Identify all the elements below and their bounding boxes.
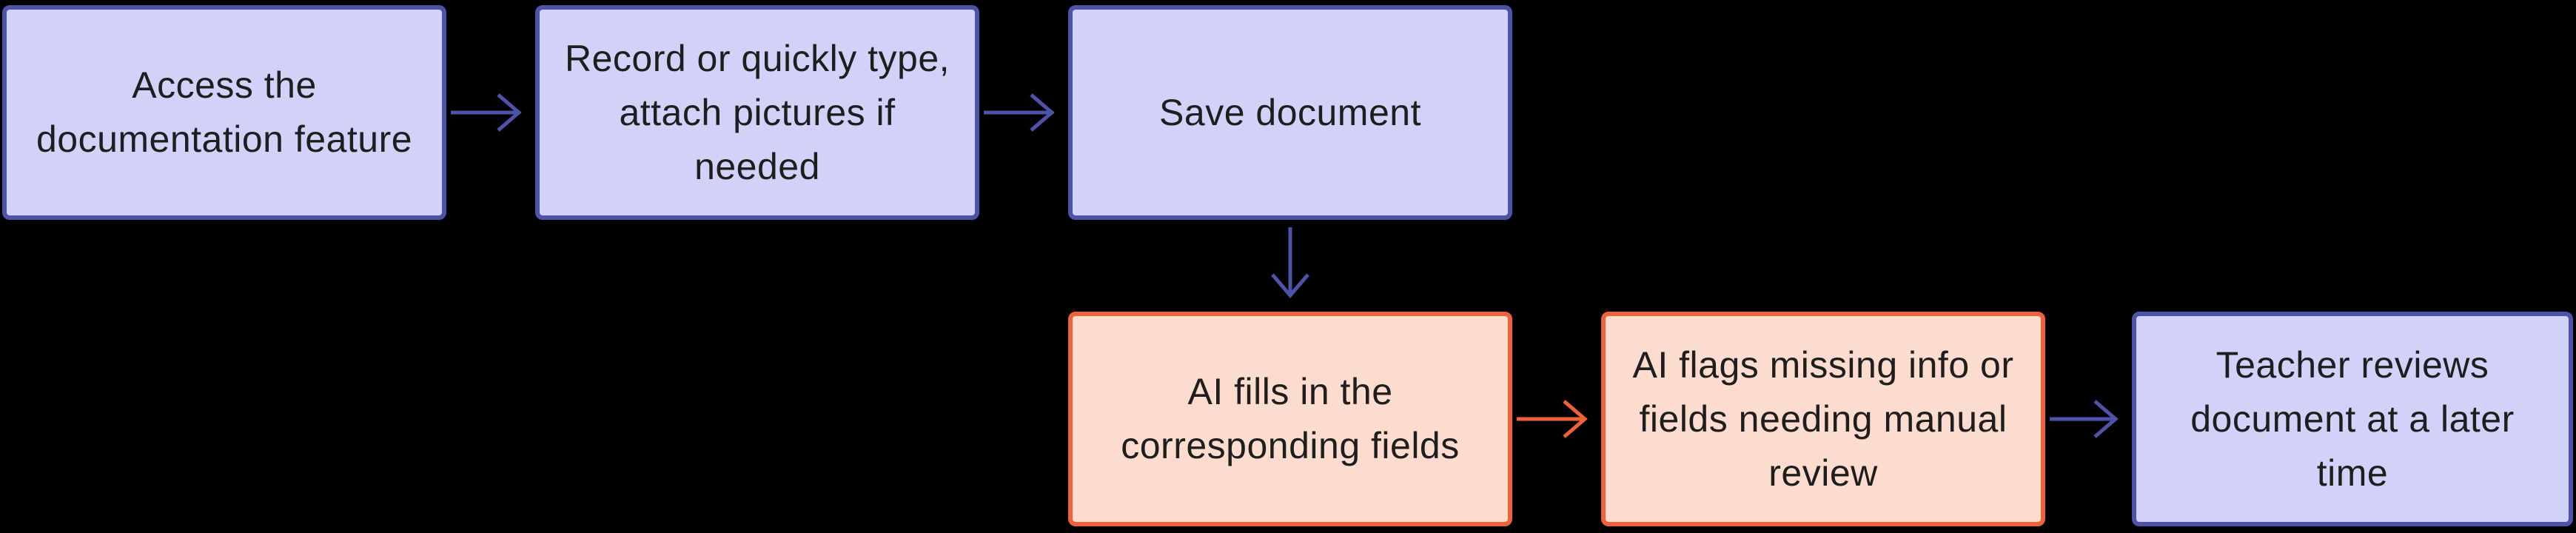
node-label: Record or quickly type, attach pictures … <box>564 37 950 187</box>
arrow-right-icon <box>984 93 1055 132</box>
node-label: Access the documentation feature <box>36 64 413 160</box>
flow-node-access-documentation: Access the documentation feature <box>2 5 446 220</box>
flow-node-ai-fills-fields: AI fills in the corresponding fields <box>1068 312 1512 526</box>
flow-node-ai-flags-missing: AI flags missing info or fields needing … <box>1601 312 2045 526</box>
node-label: Teacher reviews document at a later time <box>2190 343 2515 494</box>
flow-node-save-document: Save document <box>1068 5 1512 220</box>
arrow-right-icon <box>1517 400 1588 438</box>
node-label: Save document <box>1159 91 1421 133</box>
flow-node-teacher-reviews: Teacher reviews document at a later time <box>2132 312 2573 526</box>
arrow-down-icon <box>1271 227 1309 298</box>
node-label: AI fills in the corresponding fields <box>1121 371 1460 466</box>
arrow-right-icon <box>451 93 522 132</box>
flow-node-record-or-type: Record or quickly type, attach pictures … <box>535 5 979 220</box>
arrow-right-icon <box>2050 400 2119 438</box>
node-label: AI flags missing info or fields needing … <box>1632 343 2014 494</box>
